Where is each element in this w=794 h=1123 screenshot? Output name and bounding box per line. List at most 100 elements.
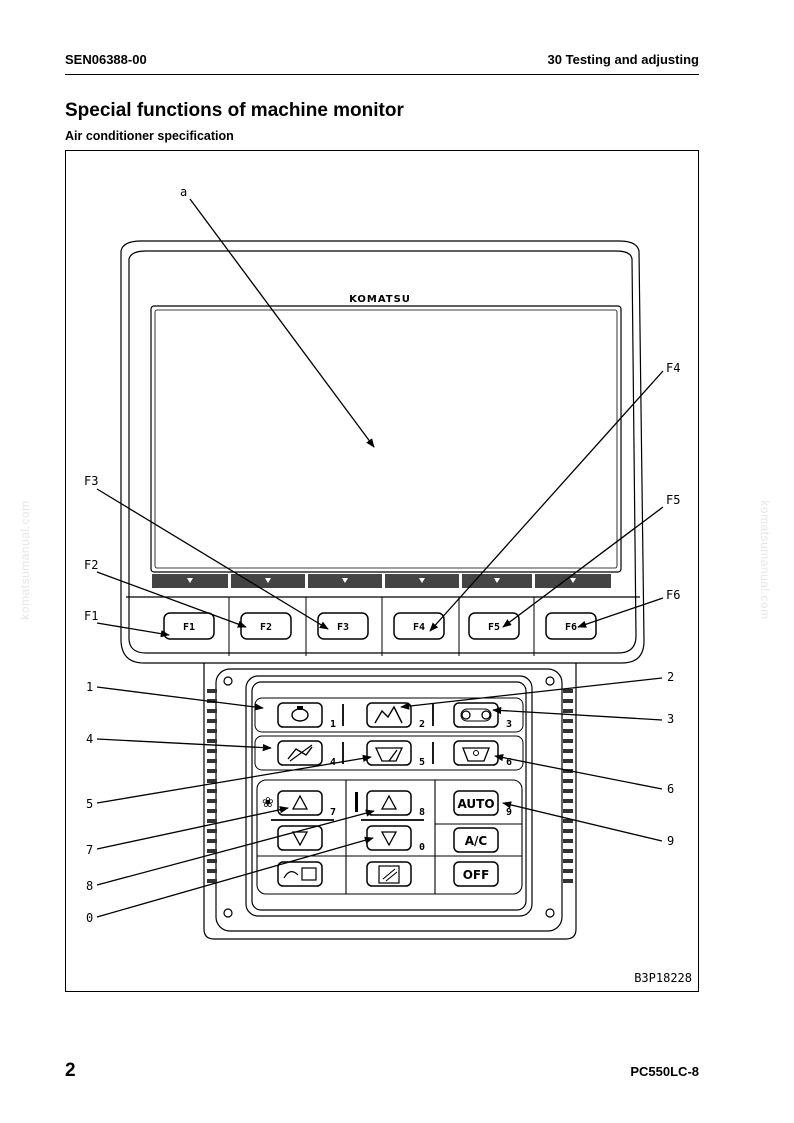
temp-down-button[interactable] (366, 825, 412, 851)
temp-down-arrow-icon (380, 831, 398, 847)
switch-5-number: 5 (419, 757, 425, 768)
switch-5-wiper[interactable]: 5 (366, 740, 425, 768)
section-title: 30 Testing and adjusting (547, 52, 699, 67)
function-key-f2-label: F2 (260, 622, 272, 633)
fan-up-button[interactable] (277, 790, 323, 816)
callout-f1: F1 (84, 609, 98, 623)
lcd-screen (150, 305, 622, 573)
switch-9-auto[interactable]: AUTO 9 (453, 790, 512, 818)
callout-2: 2 (667, 670, 674, 684)
switch-3-travel-speed[interactable]: 3 (453, 702, 512, 730)
callout-f5: F5 (666, 493, 680, 507)
callout-f4: F4 (666, 361, 680, 375)
header-rule (65, 74, 699, 75)
ac-label: A/C (465, 834, 488, 848)
callout-f2: F2 (84, 558, 98, 572)
leader-lines (96, 198, 664, 918)
leader-8 (96, 809, 375, 886)
switch-1-engine-mode[interactable]: 1 (277, 702, 336, 730)
vent-mode-button[interactable] (366, 861, 412, 887)
fan-down-arrow-icon (291, 831, 309, 847)
function-key-f5-label: F5 (488, 622, 500, 633)
switch-3-number: 3 (506, 719, 512, 730)
switch-2-working-mode[interactable]: 2 (366, 702, 425, 730)
callout-f6: F6 (666, 588, 680, 602)
auto-label: AUTO (457, 797, 494, 811)
leader-a (189, 198, 375, 448)
leader-f6 (577, 597, 664, 628)
washer-icon (462, 747, 490, 762)
off-label: OFF (463, 868, 490, 882)
leader-6 (494, 754, 663, 790)
function-key-f1[interactable]: F1 (163, 612, 215, 640)
function-key-f3[interactable]: F3 (317, 612, 369, 640)
figure-code: B3P18228 (634, 971, 692, 985)
leader-1 (96, 686, 264, 711)
leader-f3 (96, 488, 329, 630)
air-mode-button[interactable] (277, 861, 323, 887)
recirculation-icon (283, 871, 299, 879)
page-number: 2 (65, 1060, 76, 1081)
leader-9 (502, 801, 663, 842)
function-key-f3-label: F3 (337, 622, 349, 633)
leader-4 (96, 738, 272, 752)
leader-5 (96, 754, 372, 804)
function-key-f4[interactable]: F4 (393, 612, 445, 640)
leader-3 (492, 706, 663, 721)
ac-button[interactable]: A/C (453, 827, 499, 853)
function-key-f5[interactable]: F5 (468, 612, 520, 640)
switch-1-number: 1 (330, 719, 336, 730)
switch-6-washer[interactable]: 6 (453, 740, 512, 768)
callout-f3: F3 (84, 474, 98, 488)
callout-5: 5 (86, 797, 93, 811)
temp-up-button[interactable] (366, 790, 412, 816)
komatsu-logo: KOMATSU (349, 294, 411, 305)
document-id: SEN06388-00 (65, 52, 147, 67)
leader-f1 (96, 622, 170, 638)
switch-0-number: 0 (419, 842, 425, 853)
fan-up-arrow-icon (291, 794, 309, 810)
callout-8: 8 (86, 879, 93, 893)
watermark-right: komatsumanual.com (758, 500, 772, 620)
panel-teeth-right (563, 689, 573, 883)
function-key-f6[interactable]: F6 (545, 612, 597, 640)
callout-3: 3 (667, 712, 674, 726)
switch-4-number: 4 (330, 757, 336, 768)
fan-down-button[interactable] (277, 825, 323, 851)
fan-icon: ❀ (262, 795, 274, 811)
callout-0: 0 (86, 911, 93, 925)
leader-f4 (429, 370, 664, 632)
leader-7 (96, 806, 289, 850)
aircon-switch-grid (256, 779, 523, 895)
callout-1: 1 (86, 680, 93, 694)
switch-4-auto-decel[interactable]: 4 (277, 740, 336, 768)
vent-mode-icon (378, 865, 400, 884)
function-key-f4-label: F4 (413, 622, 425, 633)
switch-2-number: 2 (419, 719, 425, 730)
switch-6-number: 6 (506, 757, 512, 768)
model-number: PC550LC-8 (630, 1064, 699, 1079)
leader-0 (96, 836, 374, 918)
leader-f2 (96, 571, 247, 628)
track-icon (461, 710, 471, 720)
monitor-housing (120, 240, 645, 664)
callout-4: 4 (86, 732, 93, 746)
temp-up-arrow-icon (380, 794, 398, 810)
page-subtitle: Air conditioner specification (65, 129, 234, 143)
decelerator-icon (287, 746, 313, 760)
wiper-icon (374, 747, 404, 762)
function-key-f6-label: F6 (565, 622, 577, 633)
function-key-f2[interactable]: F2 (240, 612, 292, 640)
monitor-figure: KOMATSU F1 F2 F3 (65, 150, 699, 992)
watermark-left: komatsumanual.com (18, 500, 32, 620)
leader-f5 (502, 506, 664, 628)
switch-7-fan-speed[interactable]: ❀ 7 (262, 790, 336, 851)
off-button[interactable]: OFF (453, 861, 499, 887)
switch-8-temperature[interactable]: 8 0 (355, 790, 425, 853)
switch-8-number: 8 (419, 807, 425, 818)
monitor-drawing: KOMATSU F1 F2 F3 (84, 185, 692, 985)
callout-9: 9 (667, 834, 674, 848)
thermometer-icon (355, 792, 358, 812)
function-key-f1-label: F1 (183, 622, 195, 633)
fresh-air-icon (301, 867, 317, 881)
